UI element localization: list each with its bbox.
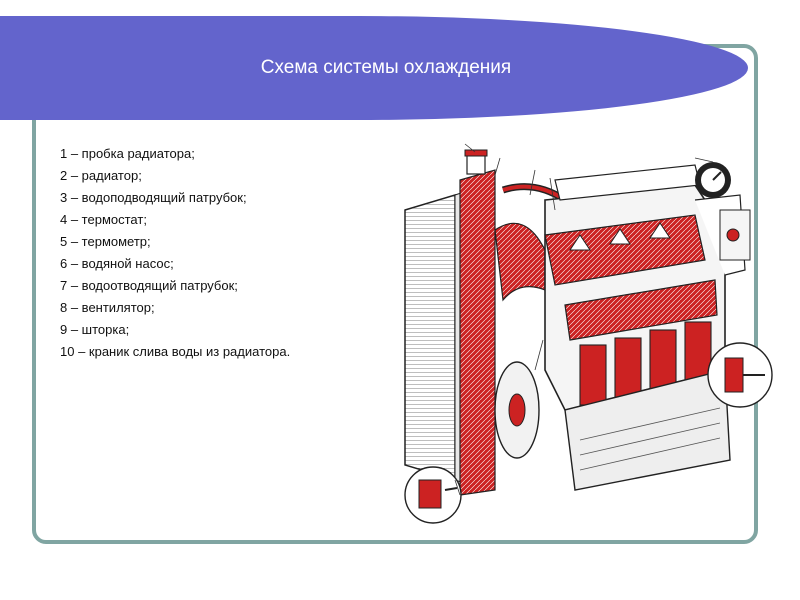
legend-item: 6 – водяной насос; bbox=[60, 256, 174, 271]
shutter-inset bbox=[404, 466, 462, 524]
radiator bbox=[404, 149, 496, 496]
water-pump-and-fan bbox=[494, 183, 567, 459]
legend-list: 1 – пробка радиатора; 2 – радиатор; 3 – … bbox=[60, 143, 400, 363]
legend-item: 9 – шторка; bbox=[60, 322, 130, 337]
legend-item: 1 – пробка радиатора; bbox=[60, 146, 195, 161]
engine-block bbox=[544, 164, 751, 491]
legend-item: 3 – водоподводящий патрубок; bbox=[60, 190, 247, 205]
slide-title: Схема системы охлаждения bbox=[260, 57, 512, 78]
legend-item: 5 – термометр; bbox=[60, 234, 151, 249]
callout-leaders bbox=[454, 143, 714, 496]
thermometer-gauge bbox=[695, 162, 731, 198]
legend-item: 2 – радиатор; bbox=[60, 168, 142, 183]
legend-item: 7 – водоотводящий патрубок; bbox=[60, 278, 238, 293]
legend-item: 4 – термостат; bbox=[60, 212, 147, 227]
cooling-system-diagram bbox=[404, 143, 773, 524]
legend-item: 8 – вентилятор; bbox=[60, 300, 155, 315]
legend-item: 10 – краник слива воды из радиатора. bbox=[60, 344, 291, 359]
drain-tap-inset bbox=[707, 342, 773, 408]
title-banner bbox=[0, 16, 748, 120]
